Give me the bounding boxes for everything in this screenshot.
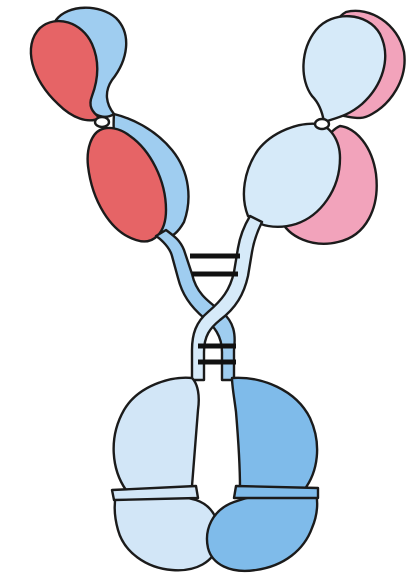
fc-left-ch3-domain: [115, 492, 219, 570]
fab-arm-left: [31, 8, 189, 242]
fc-region: [112, 378, 318, 571]
disulfide-bonds-upper: [190, 256, 240, 274]
hinge-region: [156, 216, 262, 380]
fc-left-ch2-domain: [114, 378, 199, 491]
fab-arm-right: [244, 11, 405, 244]
fc-right-ch3-domain: [207, 490, 317, 570]
light-chain-left-hinge-gap: [95, 117, 109, 127]
fc-right-linker: [234, 486, 318, 498]
light-chain-right-hinge-gap: [315, 119, 329, 129]
fc-right-ch2-domain: [232, 378, 317, 490]
